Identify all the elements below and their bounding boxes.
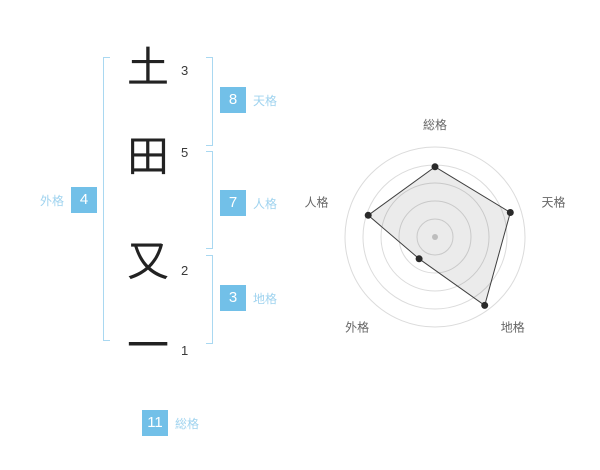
radar-axis-label: 地格 [501, 320, 525, 335]
tenkaku-value-badge: 8 [220, 87, 246, 113]
tenkaku-bracket [206, 57, 213, 146]
chikaku-row: 3 地格 [220, 285, 277, 311]
soukaku-label: 総格 [175, 416, 200, 431]
gaikaku-value-badge: 4 [71, 187, 98, 213]
jinkaku-label: 人格 [253, 196, 278, 211]
name-char-1: 土 [126, 43, 169, 92]
jinkaku-bracket [206, 151, 213, 249]
radar-center-dot [432, 234, 438, 240]
radar-ring [398, 200, 472, 274]
radar-point [415, 255, 423, 263]
gaikaku-row: 外格 4 [40, 187, 98, 213]
radar-ring [344, 146, 526, 328]
jinkaku-value-badge: 7 [220, 190, 246, 216]
name-char-4: 一 [126, 321, 169, 370]
gaikaku-bracket [103, 57, 110, 341]
radar-point [506, 209, 514, 216]
tenkaku-label: 天格 [253, 93, 278, 108]
radar-ring [380, 182, 490, 292]
stroke-count-2: 5 [181, 145, 189, 160]
radar-axis-label: 外格 [345, 320, 369, 335]
radar-ring [416, 218, 454, 256]
radar-polygon [367, 166, 511, 307]
radar-axis-label: 人格 [304, 194, 328, 209]
chikaku-label: 地格 [253, 291, 278, 306]
chikaku-value-badge: 3 [220, 285, 246, 311]
stroke-count-3: 2 [181, 263, 189, 278]
stroke-count-4: 1 [181, 343, 189, 358]
stroke-count-1: 3 [181, 63, 189, 78]
radar-point [431, 163, 439, 171]
chikaku-bracket [206, 255, 213, 344]
jinkaku-row: 7 人格 [220, 190, 277, 216]
radar-point [364, 211, 372, 219]
gaikaku-label: 外格 [40, 193, 65, 208]
soukaku-row: 11 総格 [142, 410, 199, 436]
soukaku-value-badge: 11 [142, 410, 168, 436]
radar-axis-label: 天格 [542, 194, 566, 209]
tenkaku-row: 8 天格 [220, 87, 277, 113]
radar-point [481, 301, 489, 309]
radar-axis-label: 総格 [423, 117, 447, 132]
name-char-3: 又 [126, 237, 169, 286]
name-char-2: 田 [126, 132, 169, 181]
